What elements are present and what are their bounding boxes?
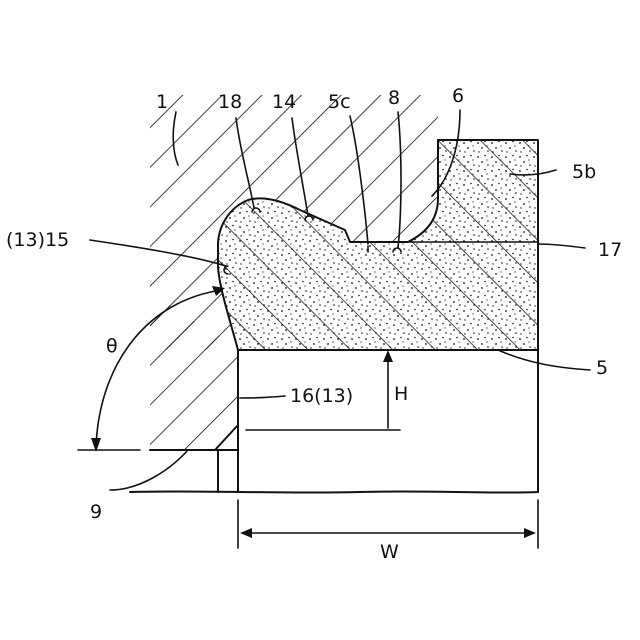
label-9: 9 bbox=[90, 501, 102, 523]
label-8: 8 bbox=[388, 87, 400, 109]
label-1: 1 bbox=[156, 91, 168, 113]
label-5b: 5b bbox=[572, 161, 596, 183]
label-13-15: (13)15 bbox=[6, 229, 69, 251]
label-theta: θ bbox=[106, 335, 118, 357]
label-16-13: 16(13) bbox=[290, 385, 353, 407]
label-H: H bbox=[394, 383, 408, 405]
label-W: W bbox=[380, 541, 399, 563]
label-14: 14 bbox=[272, 91, 296, 113]
label-5: 5 bbox=[596, 357, 608, 379]
label-6: 6 bbox=[452, 85, 464, 107]
label-5c: 5c bbox=[328, 91, 351, 113]
label-17: 17 bbox=[598, 239, 622, 261]
label-18: 18 bbox=[218, 91, 242, 113]
